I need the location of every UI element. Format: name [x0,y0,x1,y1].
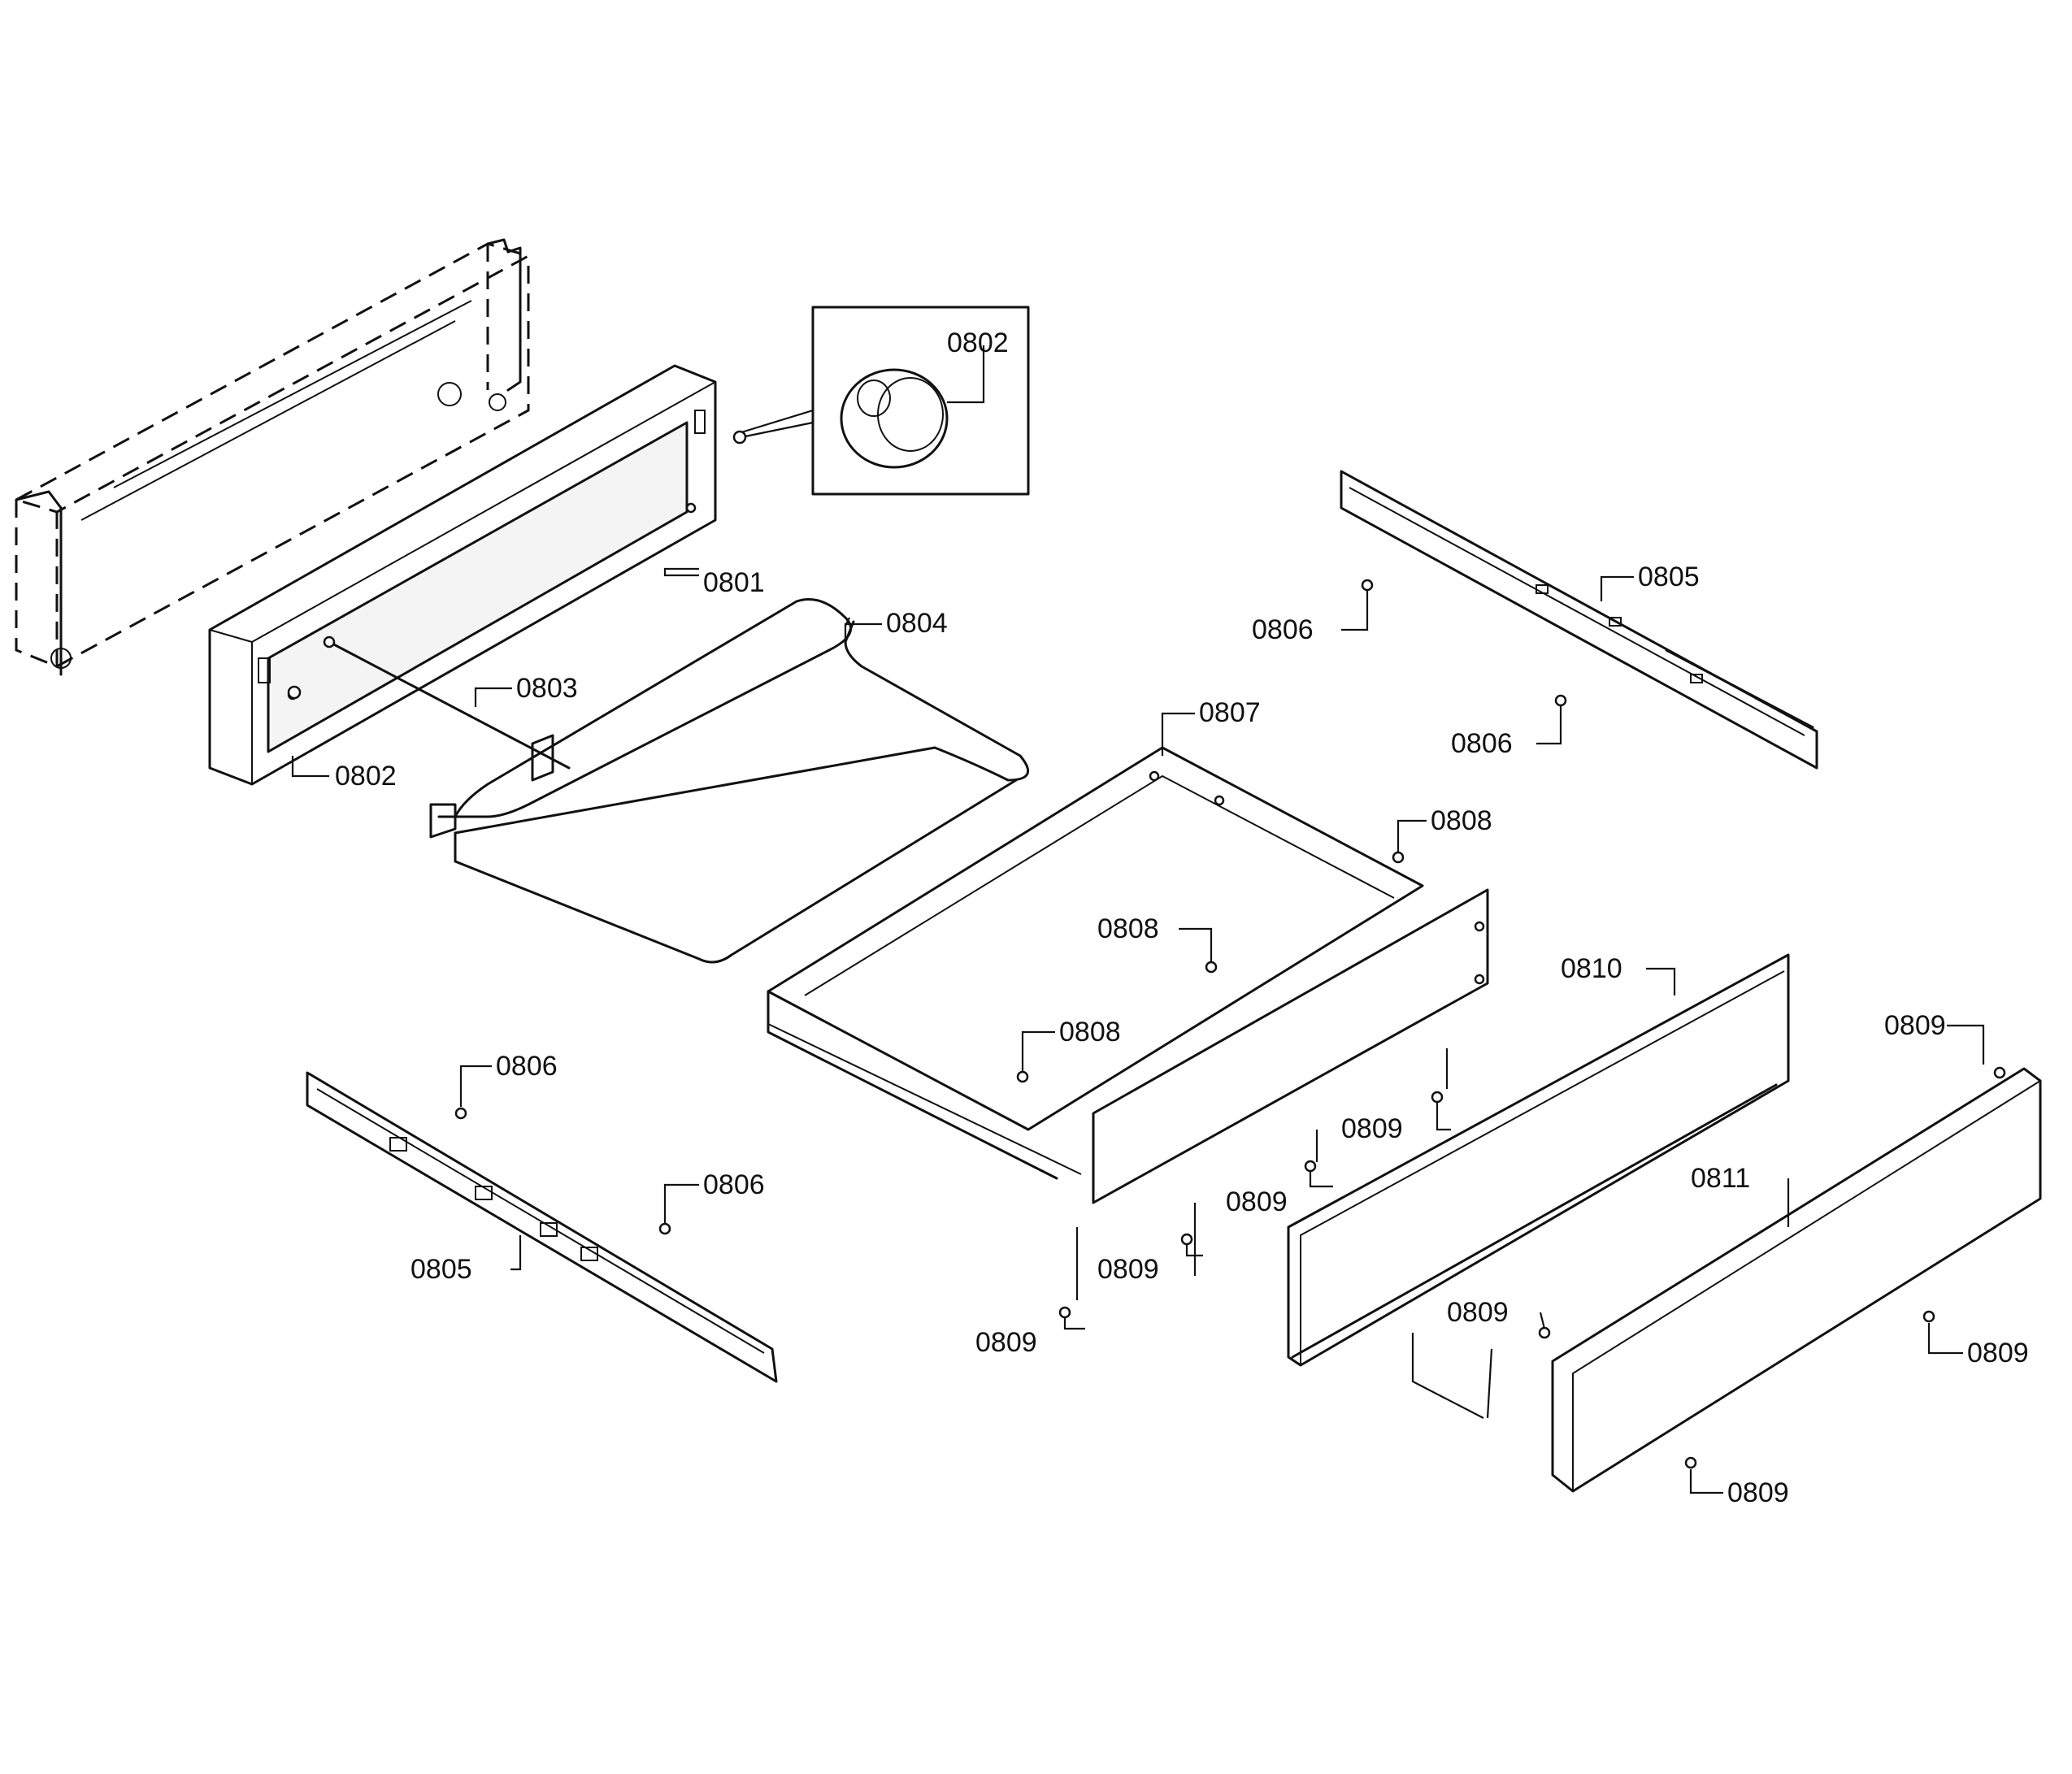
callout-label: 0808 [1431,805,1492,836]
knob-detail-box [732,306,1030,496]
callout-label: 0809 [1447,1297,1509,1328]
callout-label: 0804 [886,608,948,639]
slide-rail-0805-right [1340,470,1818,770]
callout-label: 0808 [1059,1017,1121,1047]
callout-label: 0806 [496,1051,558,1082]
callout-label: 0808 [1097,913,1159,944]
callout-label: 0809 [1097,1254,1159,1285]
leader-lines [291,345,1985,1494]
front-frame-0801 [208,364,717,786]
callout-label: 0802 [335,761,397,792]
callout-label: 0809 [1727,1477,1789,1508]
callout-label: 0809 [1884,1010,1946,1041]
callout-label: 0806 [703,1169,765,1200]
callout-label: 0806 [1252,614,1314,645]
callout-label: 0802 [947,327,1009,358]
drawer-box-0807 [767,746,1489,1204]
knob-0802-left [287,685,302,700]
callout-label: 0807 [1199,697,1261,728]
inner-panel-0810 [1287,953,1790,1367]
callout-label: 0809 [1967,1338,2029,1368]
callout-label: 0811 [1691,1163,1751,1194]
callout-label: 0805 [1638,562,1700,592]
callout-label: 0803 [516,673,578,704]
drawer-front-0811 [1551,1067,2042,1493]
callout-label: 0809 [1341,1113,1403,1144]
callout-label: 0801 [703,567,765,598]
chassis-outline [13,238,532,676]
callout-label: 0809 [975,1327,1037,1358]
heating-element-0804 [429,598,1030,964]
sensor-rod-0803 [323,635,571,782]
slide-rail-0805-left [306,1071,778,1383]
callout-label: 0805 [410,1254,472,1285]
callout-label: 0810 [1561,953,1622,984]
callout-label: 0809 [1226,1186,1288,1217]
callout-label: 0806 [1451,728,1513,759]
